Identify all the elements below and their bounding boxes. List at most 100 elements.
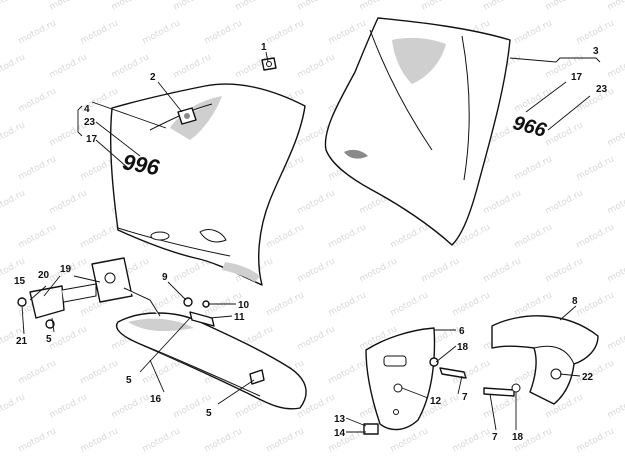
left-side-fairing-panel [109,83,306,286]
watermark-text: motod.ru [606,120,625,148]
watermark-text: motod.ru [327,222,368,250]
watermark-text: motod.ru [389,222,430,250]
guard-part-8 [491,315,599,405]
callout-16: 16 [150,394,162,405]
watermark-text: motod.ru [575,222,616,250]
watermark-text: motod.ru [48,188,89,216]
watermark-text: motod.ru [327,290,368,318]
callout-20: 20 [38,270,50,281]
watermark-text: motod.ru [17,358,58,386]
watermark-text: motod.ru [48,392,89,420]
watermark-text: motod.ru [141,18,182,46]
callout-9: 9 [162,272,168,283]
callout-labels: 1 2 4 23 17 3 17 23 15 20 19 21 5 9 10 1… [14,42,608,443]
watermark-text: motod.ru [17,222,58,250]
watermark-text: motod.ru [296,256,337,284]
watermark-text: motod.ru [265,222,306,250]
watermark-text: motod.ru [110,0,151,13]
watermark-text: motod.ru [575,358,616,386]
callout-17-right: 17 [571,72,583,83]
watermark-text: motod.ru [544,120,585,148]
callout-18-lower: 18 [512,432,524,443]
watermark-text: motod.ru [575,18,616,46]
bracket-plate-part-6 [365,327,436,431]
watermark-text: motod.ru [544,188,585,216]
watermark-text: motod.ru [48,52,89,80]
watermark-text: motod.ru [265,290,306,318]
callout-4: 4 [84,104,90,115]
callout-15: 15 [14,276,26,287]
callout-18-upper: 18 [457,342,469,353]
callout-5-middle: 5 [126,375,132,386]
callout-19: 19 [60,264,72,275]
callout-13: 13 [334,414,346,425]
mounting-bracket-assembly [17,257,161,329]
callout-23-right: 23 [596,84,608,95]
callout-14: 14 [334,428,346,439]
watermark-text: motod.ru [296,188,337,216]
callout-7-right: 7 [462,392,468,403]
watermark-text: motod.ru [482,256,523,284]
watermark-text: motod.ru [451,426,492,454]
watermark-text: motod.ru [17,154,58,182]
watermark-text: motod.ru [0,52,27,80]
watermark-text: motod.ru [0,0,27,13]
callout-3: 3 [593,46,599,57]
watermark-text: motod.ru [482,0,523,13]
watermark-text: motod.ru [482,188,523,216]
callout-17-left: 17 [86,134,98,145]
lower-belly-pan [115,312,307,410]
decal-996-right: 996 [511,110,550,140]
watermark-text: motod.ru [172,52,213,80]
watermark-text: motod.ru [203,426,244,454]
watermark-text: motod.ru [17,86,58,114]
watermark-text: motod.ru [544,256,585,284]
watermark-text: motod.ru [358,256,399,284]
watermark-text: motod.ru [358,0,399,13]
callout-12: 12 [430,396,442,407]
watermark-text: motod.ru [482,392,523,420]
callout-2: 2 [150,72,156,83]
callout-1: 1 [261,42,267,53]
watermark-text: motod.ru [327,358,368,386]
watermark-text: motod.ru [17,18,58,46]
watermark-text: motod.ru [513,154,554,182]
watermark-text: motod.ru [234,0,275,13]
watermark-text: motod.ru [48,0,89,13]
watermark-text: motod.ru [513,290,554,318]
watermark-text: motod.ru [296,52,337,80]
callout-11: 11 [234,312,245,323]
watermark-text: motod.ru [606,256,625,284]
watermark-text: motod.ru [389,290,430,318]
watermark-text: motod.ru [606,188,625,216]
watermark-text: motod.ru [606,392,625,420]
watermark-text: motod.ru [575,154,616,182]
watermark-text: motod.ru [420,256,461,284]
watermark-text: motod.ru [513,86,554,114]
watermark-text: motod.ru [110,52,151,80]
watermark-text: motod.ru [265,426,306,454]
watermark-text: motod.ru [265,18,306,46]
watermark-text: motod.ru [172,0,213,13]
fastener-part-2 [177,107,197,125]
callout-10: 10 [238,300,250,311]
hardware-7-12-18 [363,357,521,435]
watermark-text: motod.ru [606,324,625,352]
watermark-text: motod.ru [513,222,554,250]
watermark-text: motod.ru [17,426,58,454]
watermark-text: motod.ru [451,290,492,318]
watermark-text: motod.ru [420,0,461,13]
watermark-text: motod.ru [0,188,27,216]
watermark-text: motod.ru [141,426,182,454]
watermark-text: motod.ru [544,0,585,13]
watermark-text: motod.ru [575,290,616,318]
leader-lines [21,51,601,433]
watermark-text: motod.ru [203,18,244,46]
watermark-text: motod.ru [513,18,554,46]
watermark-text: motod.ru [0,120,27,148]
watermark-text: motod.ru [606,0,625,13]
right-side-fairing-panel [324,17,511,246]
callout-23-left: 23 [84,117,96,128]
watermark-text: motod.ru [327,18,368,46]
watermark-text: motod.ru [110,392,151,420]
